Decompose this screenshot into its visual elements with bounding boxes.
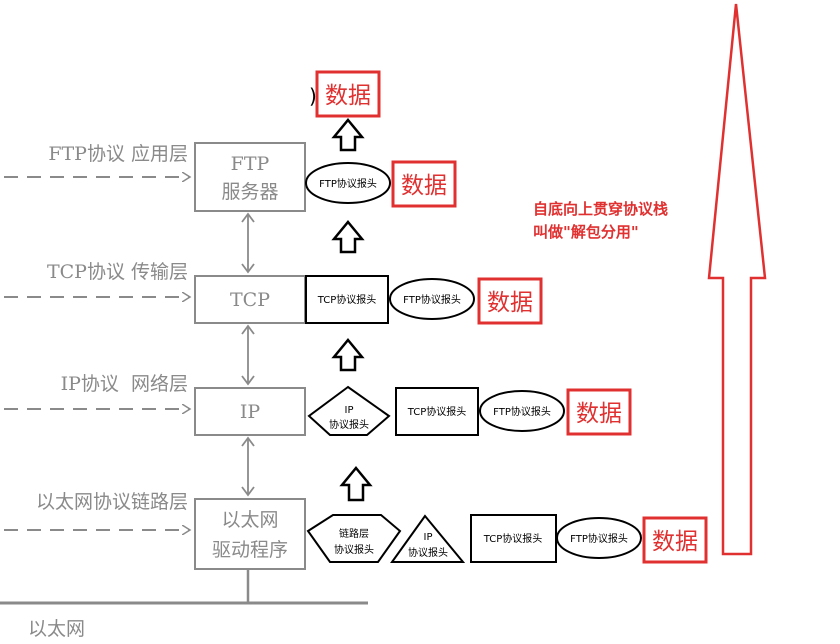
up-arrow-1 bbox=[331, 118, 365, 152]
data-label-transport: 数据 bbox=[487, 290, 533, 316]
ip-box bbox=[194, 387, 306, 436]
up-arrow-4 bbox=[339, 466, 373, 502]
double-arrow-tcp-ip bbox=[241, 324, 255, 386]
tcp-header-box-link bbox=[470, 514, 557, 563]
layer-label-application: FTP协议 应用层 bbox=[48, 143, 188, 165]
data-box-app bbox=[391, 160, 457, 208]
tcp-header-label-network: TCP协议报头 bbox=[407, 405, 467, 418]
ftp-header-label-network: FTP协议报头 bbox=[493, 405, 551, 418]
tcp-box-label: TCP bbox=[230, 289, 270, 311]
tcp-header-box-network bbox=[395, 387, 479, 436]
data-label-link: 数据 bbox=[652, 529, 698, 555]
ftp-header-label-transport: FTP协议报头 bbox=[403, 293, 461, 306]
data-label-app: 数据 bbox=[401, 173, 447, 199]
ftp-server-box-line1: FTP bbox=[231, 153, 270, 175]
ip-header-label-link-line1: IP bbox=[424, 532, 433, 543]
ethernet-driver-box-line1: 以太网 bbox=[221, 509, 278, 531]
layer-label-transport: TCP协议 传输层 bbox=[47, 261, 188, 283]
layer-label-network: IP协议 网络层 bbox=[61, 373, 188, 395]
link-header-pentagon bbox=[306, 514, 402, 563]
ip-header-label-network-line1: IP bbox=[345, 405, 354, 416]
ip-box-label: IP bbox=[240, 401, 261, 423]
ftp-server-box bbox=[194, 142, 306, 212]
tcp-header-label-link: TCP协议报头 bbox=[483, 532, 543, 545]
tcp-header-box-transport bbox=[305, 275, 389, 324]
tcp-header-label-transport: TCP协议报头 bbox=[317, 293, 377, 306]
data-box-link bbox=[642, 516, 708, 564]
ip-header-triangle-link bbox=[390, 514, 466, 563]
double-arrow-ftp-tcp bbox=[241, 212, 255, 274]
ftp-header-label-link: FTP协议报头 bbox=[570, 532, 628, 545]
ethernet-driver-box-line2: 驱动程序 bbox=[212, 539, 288, 561]
ftp-header-ellipse-network bbox=[479, 390, 565, 432]
annotation-line1: 自底向上贯穿协议栈 bbox=[533, 200, 668, 218]
up-arrow-3 bbox=[331, 338, 365, 372]
ethernet-driver-box bbox=[194, 498, 306, 570]
double-arrow-ip-ethernet bbox=[241, 436, 255, 497]
ftp-server-box-line2: 服务器 bbox=[221, 181, 278, 203]
link-header-label-line2: 协议报头 bbox=[334, 543, 374, 556]
ip-header-triangle-network bbox=[307, 385, 391, 436]
layer-label-link: 以太网协议链路层 bbox=[36, 491, 188, 513]
ethernet-label: 以太网 bbox=[28, 618, 85, 640]
annotation-line2: 叫做"解包分用" bbox=[533, 223, 639, 241]
big-up-arrow bbox=[707, 3, 767, 556]
data-label-top: 数据 bbox=[325, 83, 371, 109]
tcp-box bbox=[194, 275, 306, 324]
data-box-network bbox=[566, 388, 632, 436]
data-label-network: 数据 bbox=[576, 401, 622, 427]
ftp-header-ellipse-link bbox=[556, 517, 642, 559]
data-box-top bbox=[315, 70, 381, 118]
data-box-transport bbox=[477, 277, 543, 325]
ip-header-label-link-line2: 协议报头 bbox=[408, 546, 448, 559]
stray-glyph: ) bbox=[309, 84, 317, 108]
up-arrow-2 bbox=[331, 220, 365, 254]
ftp-header-ellipse-app bbox=[305, 162, 391, 204]
ftp-header-label-app: FTP协议报头 bbox=[319, 177, 377, 190]
ftp-header-ellipse-transport bbox=[389, 278, 475, 320]
link-header-label-line1: 链路层 bbox=[339, 527, 369, 540]
ip-header-label-network-line2: 协议报头 bbox=[329, 418, 369, 431]
